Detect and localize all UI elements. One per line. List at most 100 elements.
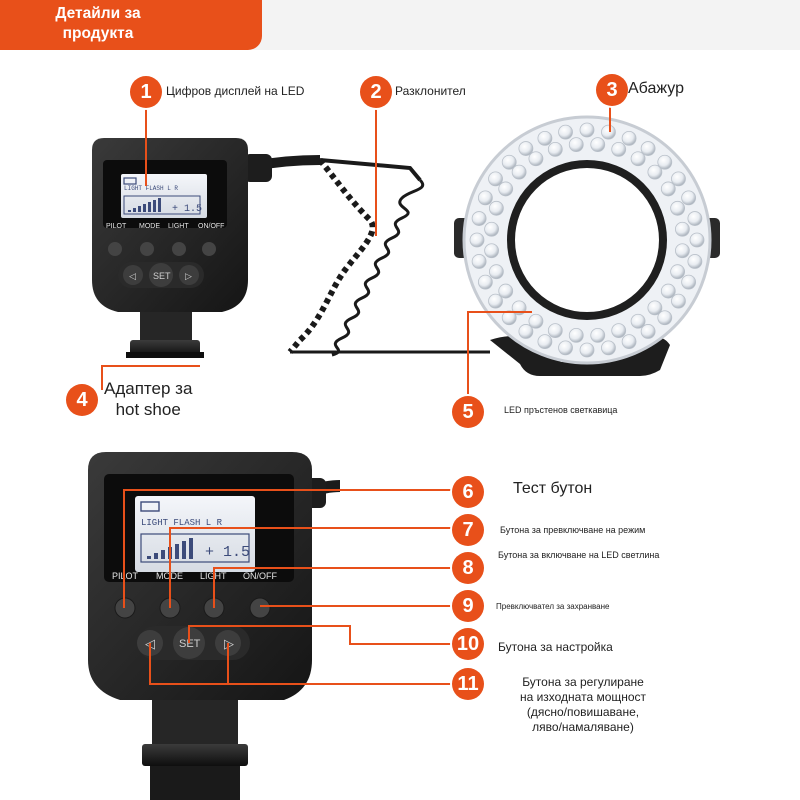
led-dot [547, 323, 563, 339]
callout-7: 7 [452, 514, 484, 546]
svg-text:PILOT: PILOT [106, 223, 127, 230]
led-dot [647, 164, 663, 180]
led-dot [630, 313, 646, 329]
led-dot [611, 323, 627, 339]
led-dot [568, 137, 584, 153]
led-dot [488, 171, 503, 187]
led-dot [484, 243, 500, 259]
label-test-button: Тест бутон [513, 480, 593, 497]
led-dot [579, 122, 595, 138]
callout-11: 11 [452, 668, 484, 700]
label-power-switch: Превключвател за захранване [496, 602, 610, 611]
callout-6: 6 [452, 476, 484, 508]
led-dot [537, 334, 553, 350]
led-dot [501, 310, 517, 326]
led-dot [528, 313, 544, 329]
hot-shoe-bottom [142, 744, 248, 766]
led-dot [621, 334, 637, 350]
label-power-adjust-line4: ляво/намаляване) [532, 720, 634, 734]
label-power-adjust-line3: (дясно/повишаване, [526, 705, 640, 719]
led-dot [488, 200, 504, 216]
label-splitter: Разклонител [395, 84, 466, 98]
led-dot [498, 283, 514, 299]
label-power-adjust-line1: Бутона за регулиране [522, 675, 644, 689]
led-dot [579, 342, 595, 358]
led-dot [518, 324, 534, 339]
label-diffuser: Абажур [628, 80, 684, 97]
led-dot [687, 211, 703, 226]
led-dot [657, 154, 673, 170]
label-mode-button: Бутона за превключване на режим [500, 525, 646, 535]
lcd-top-mode-text: LIGHT FLASH L R [124, 185, 178, 192]
led-dot [498, 181, 514, 197]
led-dot [671, 293, 686, 309]
led-dot [640, 324, 656, 339]
lcd-bottom-mode-text: LIGHT FLASH L R [141, 518, 223, 528]
led-dot [518, 141, 534, 156]
svg-text:SET: SET [153, 271, 171, 281]
led-dot [528, 151, 544, 167]
led-dot [469, 232, 485, 248]
callout-8: 8 [452, 552, 484, 584]
label-power-adjust: Бутона за регулиране на изходната мощнос… [500, 675, 666, 735]
led-dot [657, 310, 673, 326]
label-ring-flash: LED пръстенов светкавица [504, 405, 618, 415]
led-dot [484, 221, 500, 237]
led-dot [501, 154, 517, 170]
led-dot [488, 264, 504, 280]
label-hot-shoe-line1: Адаптер за [104, 379, 193, 398]
svg-text:▷: ▷ [185, 271, 192, 281]
led-dot [681, 190, 697, 206]
ring-flash: Ring Flash [454, 115, 720, 376]
label-hot-shoe: Адаптер за hot shoe [104, 378, 192, 420]
set-button-label: SET [179, 638, 201, 650]
led-dot [689, 232, 705, 248]
led-dot [611, 141, 627, 157]
led-dot [670, 200, 686, 216]
led-dot [660, 283, 676, 299]
product-details-tab[interactable]: Детайли за продукта [0, 0, 262, 50]
callout-2: 2 [360, 76, 392, 108]
onoff-button[interactable] [249, 597, 271, 619]
led-dot [640, 141, 656, 156]
label-led-display: Цифров дисплей на LED [166, 84, 305, 98]
led-dot [590, 137, 606, 153]
led-dot [547, 141, 563, 157]
led-dot [471, 211, 487, 226]
led-dot [471, 254, 487, 269]
led-dot [511, 164, 527, 180]
led-dot [647, 300, 663, 316]
led-dot [660, 181, 676, 197]
led-dot [671, 171, 686, 187]
callout-1: 1 [130, 76, 162, 108]
led-dot [687, 254, 703, 269]
led-dot [477, 274, 493, 290]
lcd-top-value-text: + 1.5 [172, 204, 202, 215]
led-dot [488, 293, 503, 309]
led-dot [601, 124, 616, 140]
led-dot [674, 243, 690, 259]
callout-3: 3 [596, 74, 628, 106]
callout-4: 4 [66, 384, 98, 416]
callout-9: 9 [452, 590, 484, 622]
led-dot [681, 274, 697, 290]
button-label-pilot: PILOT [112, 571, 139, 581]
led-dot [590, 327, 606, 343]
label-led-light-button: Бутона за включване на LED светлина [498, 550, 660, 560]
svg-text:◁: ◁ [129, 271, 136, 281]
led-dot [674, 221, 690, 237]
lcd-bottom-value-text: + 1.5 [205, 544, 250, 561]
led-dot [477, 190, 493, 206]
callout-5: 5 [452, 396, 484, 428]
svg-text:LIGHT: LIGHT [168, 223, 189, 230]
label-settings-button: Бутона за настройка [498, 640, 613, 654]
led-dot [558, 124, 573, 140]
button-label-onoff: ON/OFF [243, 571, 277, 581]
led-dot [537, 130, 553, 146]
product-details-title: Детайли за продукта [55, 5, 141, 42]
callout-10: 10 [452, 628, 484, 660]
led-dot [670, 264, 686, 280]
svg-text:MODE: MODE [139, 223, 160, 230]
led-dot [601, 340, 616, 356]
